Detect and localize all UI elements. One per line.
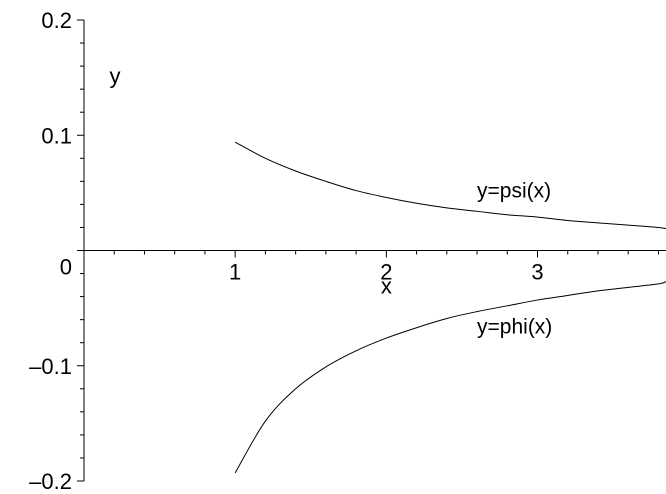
y-tick-label: 0.1 xyxy=(41,123,72,148)
x-axis-label: x xyxy=(381,274,392,299)
curve-labels: y=psi(x) y=phi(x) xyxy=(477,179,552,338)
tick-labels: 1 2 3 0.2 0.1 0 –0.1 –0.2 xyxy=(29,8,543,494)
series-label-psi: y=psi(x) xyxy=(477,179,551,202)
y-axis-label: y xyxy=(110,63,121,88)
series-label-phi: y=phi(x) xyxy=(477,315,552,338)
x-tick-label: 2 xyxy=(380,260,392,285)
x-tick-label: 3 xyxy=(531,260,543,285)
y-tick-label: –0.1 xyxy=(29,354,72,379)
y-tick-label: 0.2 xyxy=(41,8,72,33)
axes xyxy=(83,20,666,481)
ticks xyxy=(77,19,659,482)
y-tick-label: 0 xyxy=(60,255,72,280)
series-line-phi xyxy=(234,281,666,474)
x-tick-label: 1 xyxy=(229,260,241,285)
series-line-psi xyxy=(234,141,666,230)
y-tick-label: –0.2 xyxy=(29,469,72,494)
curves xyxy=(234,141,666,474)
